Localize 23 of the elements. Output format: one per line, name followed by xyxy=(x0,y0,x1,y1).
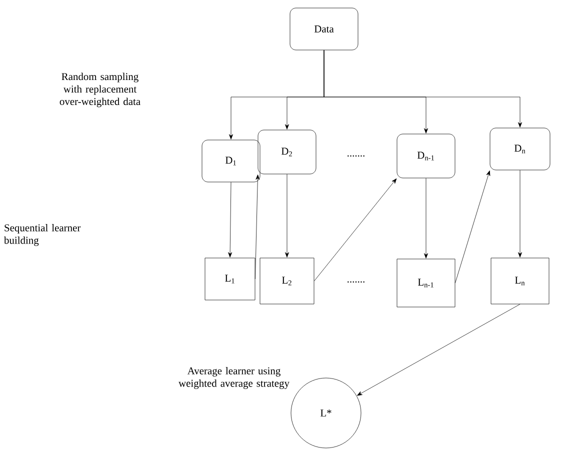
rounded-box: Data xyxy=(290,8,358,50)
learner-box: L$_{n-1}$ xyxy=(396,258,456,308)
learner-box: L$_{2}$ xyxy=(260,258,314,304)
arrow xyxy=(424,178,428,258)
rounded-box: D$_{1}$ xyxy=(202,140,260,182)
arrow xyxy=(455,170,490,284)
arrow xyxy=(357,304,520,396)
arrow xyxy=(285,174,289,258)
rounded-box: D$_{2}$ xyxy=(258,130,316,174)
ellipsis-dots: ....... xyxy=(348,281,364,283)
arrow xyxy=(518,170,522,258)
annotation-text: Random sampling with replacement over-weighted data xyxy=(60,72,140,108)
arrow xyxy=(324,50,522,128)
rounded-box: D$_{n}$ xyxy=(490,128,550,170)
arrow xyxy=(228,182,232,258)
learner-box: L$_{1}$ xyxy=(204,258,256,300)
arrow xyxy=(314,178,397,282)
rounded-box: D$_{n-1}$ xyxy=(396,134,456,178)
annotation-text: Sequential learner building xyxy=(4,224,81,246)
learner-box: L$_{n}$ xyxy=(490,258,550,304)
arrow xyxy=(255,174,260,280)
ellipsis-dots: ....... xyxy=(348,155,364,157)
caption-text: Average learner using weighted average strategy xyxy=(178,367,290,389)
